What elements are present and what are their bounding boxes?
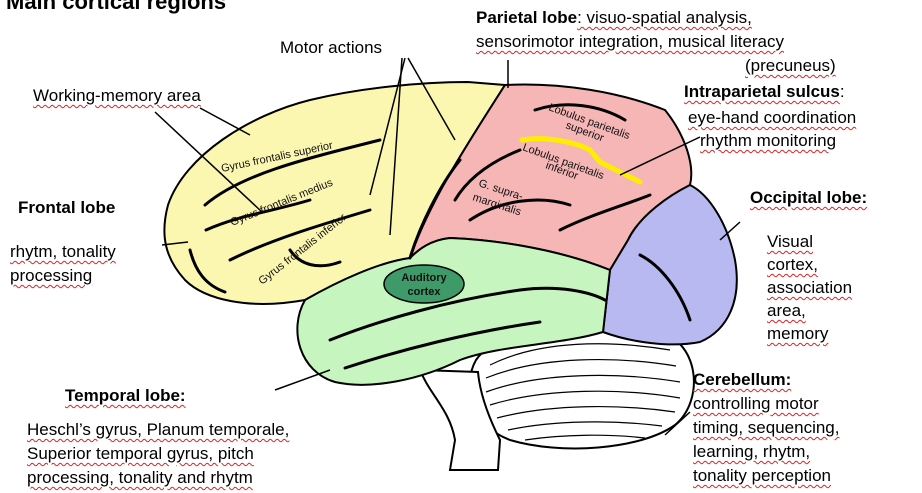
parietal-lobe-desc-2: sensorimotor integration, musical litera… — [476, 32, 784, 52]
intraparietal-title-line: Intraparietal sulcus: — [684, 82, 845, 102]
occipital-desc-line: association — [767, 278, 852, 298]
frontal-lobe-desc-2: processing — [10, 266, 92, 286]
page-title: Main cortical regions — [6, 0, 226, 12]
frontal-lobe-title: Frontal lobe — [18, 198, 115, 218]
occipital-desc-line: area, — [767, 301, 852, 321]
temporal-desc-line: Superior temporal gyrus, pitch — [27, 444, 254, 464]
motor-actions-label: Motor actions — [280, 38, 382, 58]
parietal-lobe-desc-3: (precuneus) — [745, 56, 836, 76]
intraparietal-title: Intraparietal sulcus — [684, 82, 840, 101]
cerebellum-title: Cerebellum: — [693, 370, 791, 390]
parietal-lobe-line1: Parietal lobe: visuo-spatial analysis, — [476, 8, 752, 28]
cerebellum-desc-line: controlling motor — [693, 394, 819, 414]
parietal-lobe-title: Parietal lobe — [476, 8, 577, 27]
occipital-desc-line: Visual — [767, 232, 852, 252]
temporal-desc-line: Heschl’s gyrus, Planum temporale, — [27, 420, 289, 440]
occipital-desc-line: cortex, — [767, 255, 852, 275]
occipital-desc-list: Visual cortex, association area, memory — [767, 232, 852, 344]
occipital-lobe-title: Occipital lobe: — [750, 188, 867, 208]
parietal-lobe-desc-1: : visuo-spatial analysis, — [577, 8, 752, 27]
auditory-cortex-label-2: cortex — [407, 286, 441, 298]
temporal-desc-line: processing, tonality and rhytm — [27, 468, 253, 488]
temporal-lobe-title: Temporal lobe: — [65, 386, 186, 406]
cerebellum-desc-line: tonality perception — [693, 466, 831, 486]
cerebellum-desc-line: timing, sequencing, — [693, 418, 839, 438]
intraparietal-desc-2: rhythm monitoring — [700, 131, 836, 151]
frontal-lobe-desc-1: rhytm, tonality — [10, 242, 116, 262]
occipital-desc-line: memory — [767, 324, 852, 344]
intraparietal-colon: : — [840, 82, 845, 101]
working-memory-label: Working-memory area — [33, 86, 201, 106]
auditory-cortex-label-1: Auditory — [401, 272, 447, 284]
intraparietal-desc-1: eye-hand coordination — [688, 108, 856, 128]
cerebellum-desc-line: learning, rhytm, — [693, 442, 810, 462]
